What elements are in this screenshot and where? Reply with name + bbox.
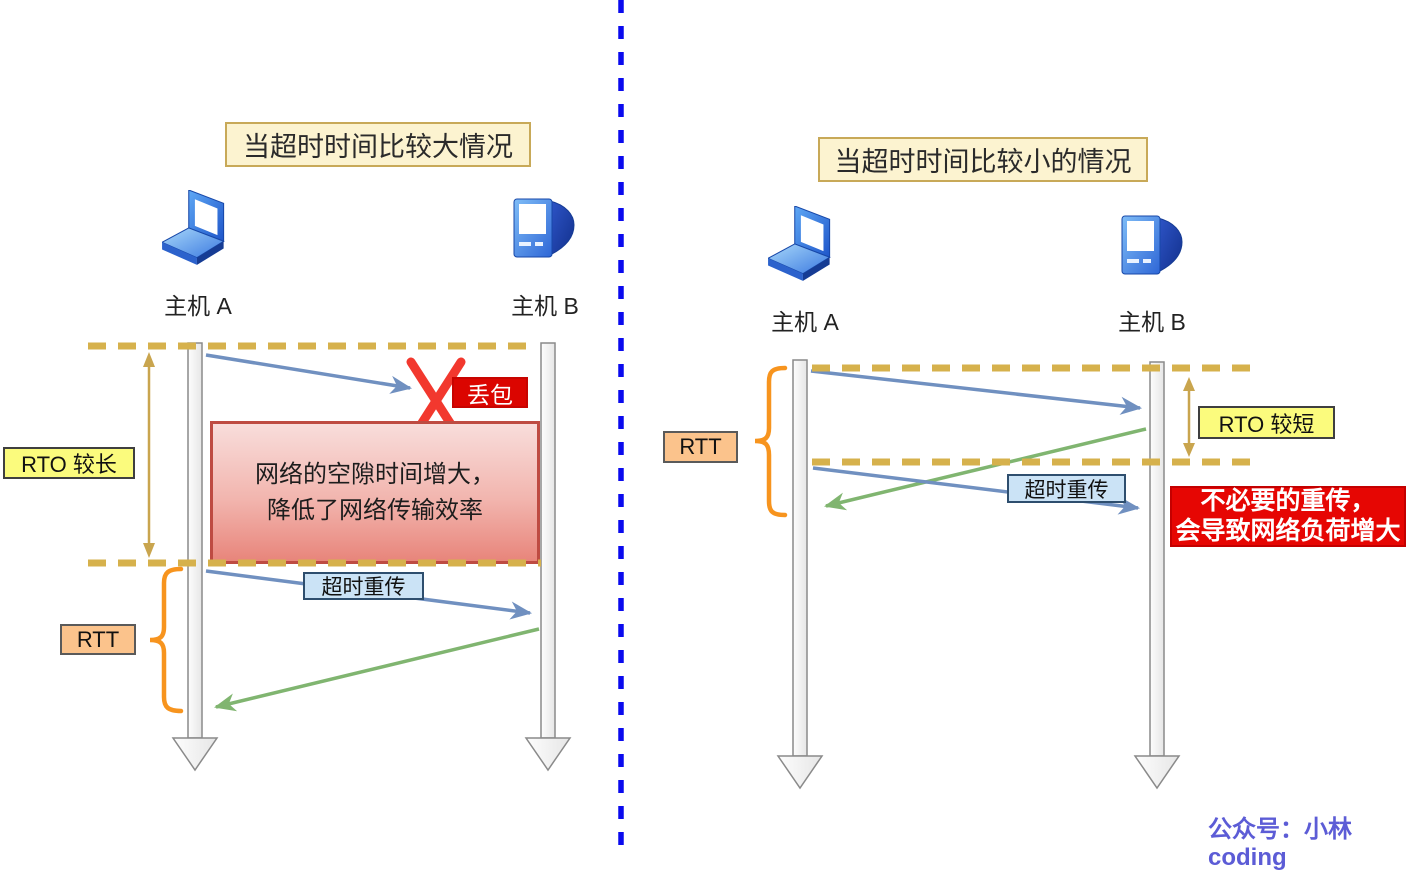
data-arrow-lost-left [205,353,413,394]
host-a-laptop-icon-right [766,205,842,291]
rto-span-arrow-left [143,352,155,558]
rto-short-label: RTO 较短 [1198,406,1335,439]
unnecessary-retransmit-warning-box: 不必要的重传， 会导致网络负荷增大 [1170,486,1406,547]
network-idle-info-box: 网络的空隙时间增大， 降低了网络传输效率 [210,421,540,564]
ack-arrow-left [214,627,540,712]
host-a-laptop-icon-left [160,189,236,275]
watermark-text: 公众号：小林coding [1208,816,1352,871]
host-a-label-left: 主机 A [164,293,232,319]
host-b-label-left: 主机 B [511,293,579,319]
host-a-label-right: 主机 A [771,309,839,335]
left-panel-title: 当超时时间比较大情况 [225,122,531,167]
right-panel-title: 当超时时间比较小的情况 [818,137,1148,182]
timeline-host-b-right [1133,361,1181,790]
warning-line-1: 不必要的重传， [1200,487,1376,515]
rtt-brace-left [149,566,184,714]
rtt-label-left: RTT [60,624,136,655]
rtt-brace-right [754,365,788,518]
rto-long-label: RTO 较长 [3,447,135,479]
info-box-line-1: 网络的空隙时间增大， [255,460,495,488]
host-b-desktop-icon-right [1116,210,1188,293]
data-arrow-right [810,369,1143,415]
info-box-line-2: 降低了网络传输效率 [267,496,483,524]
retransmit-label-right: 超时重传 [1007,474,1126,503]
rtt-label-right: RTT [663,431,738,463]
host-b-desktop-icon-left [508,193,580,276]
warning-line-2: 会导致网络负荷增大 [1175,516,1401,545]
host-b-label-right: 主机 B [1118,309,1186,335]
packet-loss-label: 丢包 [452,377,528,408]
timeline-host-a-right [776,359,824,790]
retransmit-label-left: 超时重传 [303,572,424,600]
rto-span-arrow-right [1183,377,1195,457]
